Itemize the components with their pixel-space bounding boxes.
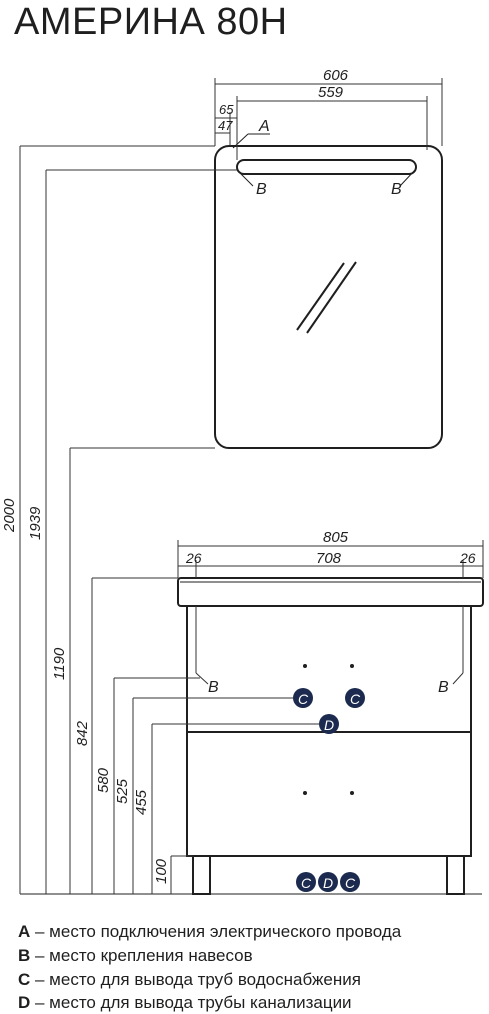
dim-1939-label: 1939	[27, 506, 44, 540]
legend-text: – место для вывода трубы канализации	[30, 993, 352, 1012]
svg-text:D: D	[324, 717, 334, 733]
dim-1190-label: 1190	[51, 647, 68, 680]
marker-c-bottom-right: C	[340, 872, 360, 892]
svg-text:C: C	[345, 875, 356, 891]
legend-letter: C	[18, 970, 31, 989]
marker-a-label: A	[258, 118, 270, 135]
svg-text:D: D	[323, 875, 333, 891]
vanity-leg-left	[192, 855, 211, 895]
legend-text: – место для вывода труб водоснабжения	[30, 970, 361, 989]
vanity-dots	[303, 664, 354, 795]
dim-708-label: 708	[316, 550, 342, 567]
dim-26-right-label: 26	[459, 550, 476, 566]
mirror-glare-line-1	[296, 262, 345, 331]
mirror-top-dimensions	[214, 78, 443, 160]
dim-842-label: 842	[74, 720, 91, 746]
svg-text:C: C	[301, 875, 312, 891]
height-dimension-lines	[19, 145, 319, 894]
dim-525-label: 525	[114, 778, 131, 804]
legend-item-a: A – место подключения электрического про…	[18, 922, 401, 942]
dim-100-label: 100	[153, 858, 170, 884]
dim-606-label: 606	[323, 67, 349, 84]
marker-b-vanity-left: B	[208, 679, 219, 696]
legend-letter: B	[18, 946, 31, 965]
mirror-frame	[214, 145, 443, 449]
marker-d-upper: D	[319, 714, 339, 734]
svg-text:C: C	[298, 691, 309, 707]
page-title: АМЕРИНА 80Н	[14, 1, 288, 43]
marker-b-vanity-right: B	[438, 679, 449, 696]
legend-item-c: C – место для вывода труб водоснабжения	[18, 970, 361, 990]
legend-text: – место крепления навесов	[30, 946, 253, 965]
dim-580-label: 580	[95, 767, 112, 793]
dim-805-label: 805	[323, 529, 349, 546]
marker-b-mirror-right: B	[391, 181, 402, 198]
vanity-top-dimensions	[177, 540, 484, 578]
mirror-glare-line-2	[306, 261, 357, 334]
legend-text: – место подключения электрического прово…	[30, 922, 402, 941]
marker-c-right: C	[345, 688, 365, 708]
mirror-light-bar	[236, 159, 417, 175]
vanity-leg-right	[446, 855, 465, 895]
marker-c-bottom-left: C	[296, 872, 316, 892]
dim-455-label: 455	[133, 789, 150, 815]
legend-letter: A	[18, 922, 31, 941]
dim-2000-label: 2000	[1, 498, 18, 533]
marker-c-left: C	[293, 688, 313, 708]
marker-b-mirror-left: B	[256, 181, 267, 198]
dim-47-label: 47	[218, 118, 233, 133]
legend-item-d: D – место для вывода трубы канализации	[18, 993, 352, 1013]
dim-559-label: 559	[318, 84, 344, 101]
svg-text:C: C	[350, 691, 361, 707]
technical-drawing: 606 559 65 47 A B B 805 708 26 26	[1, 67, 484, 895]
dim-65-label: 65	[219, 102, 234, 117]
legend-letter: D	[18, 993, 31, 1012]
mirror	[214, 133, 443, 449]
legend-item-b: B – место крепления навесов	[18, 946, 253, 966]
dim-26-left-label: 26	[185, 550, 202, 566]
marker-d-bottom: D	[318, 872, 338, 892]
